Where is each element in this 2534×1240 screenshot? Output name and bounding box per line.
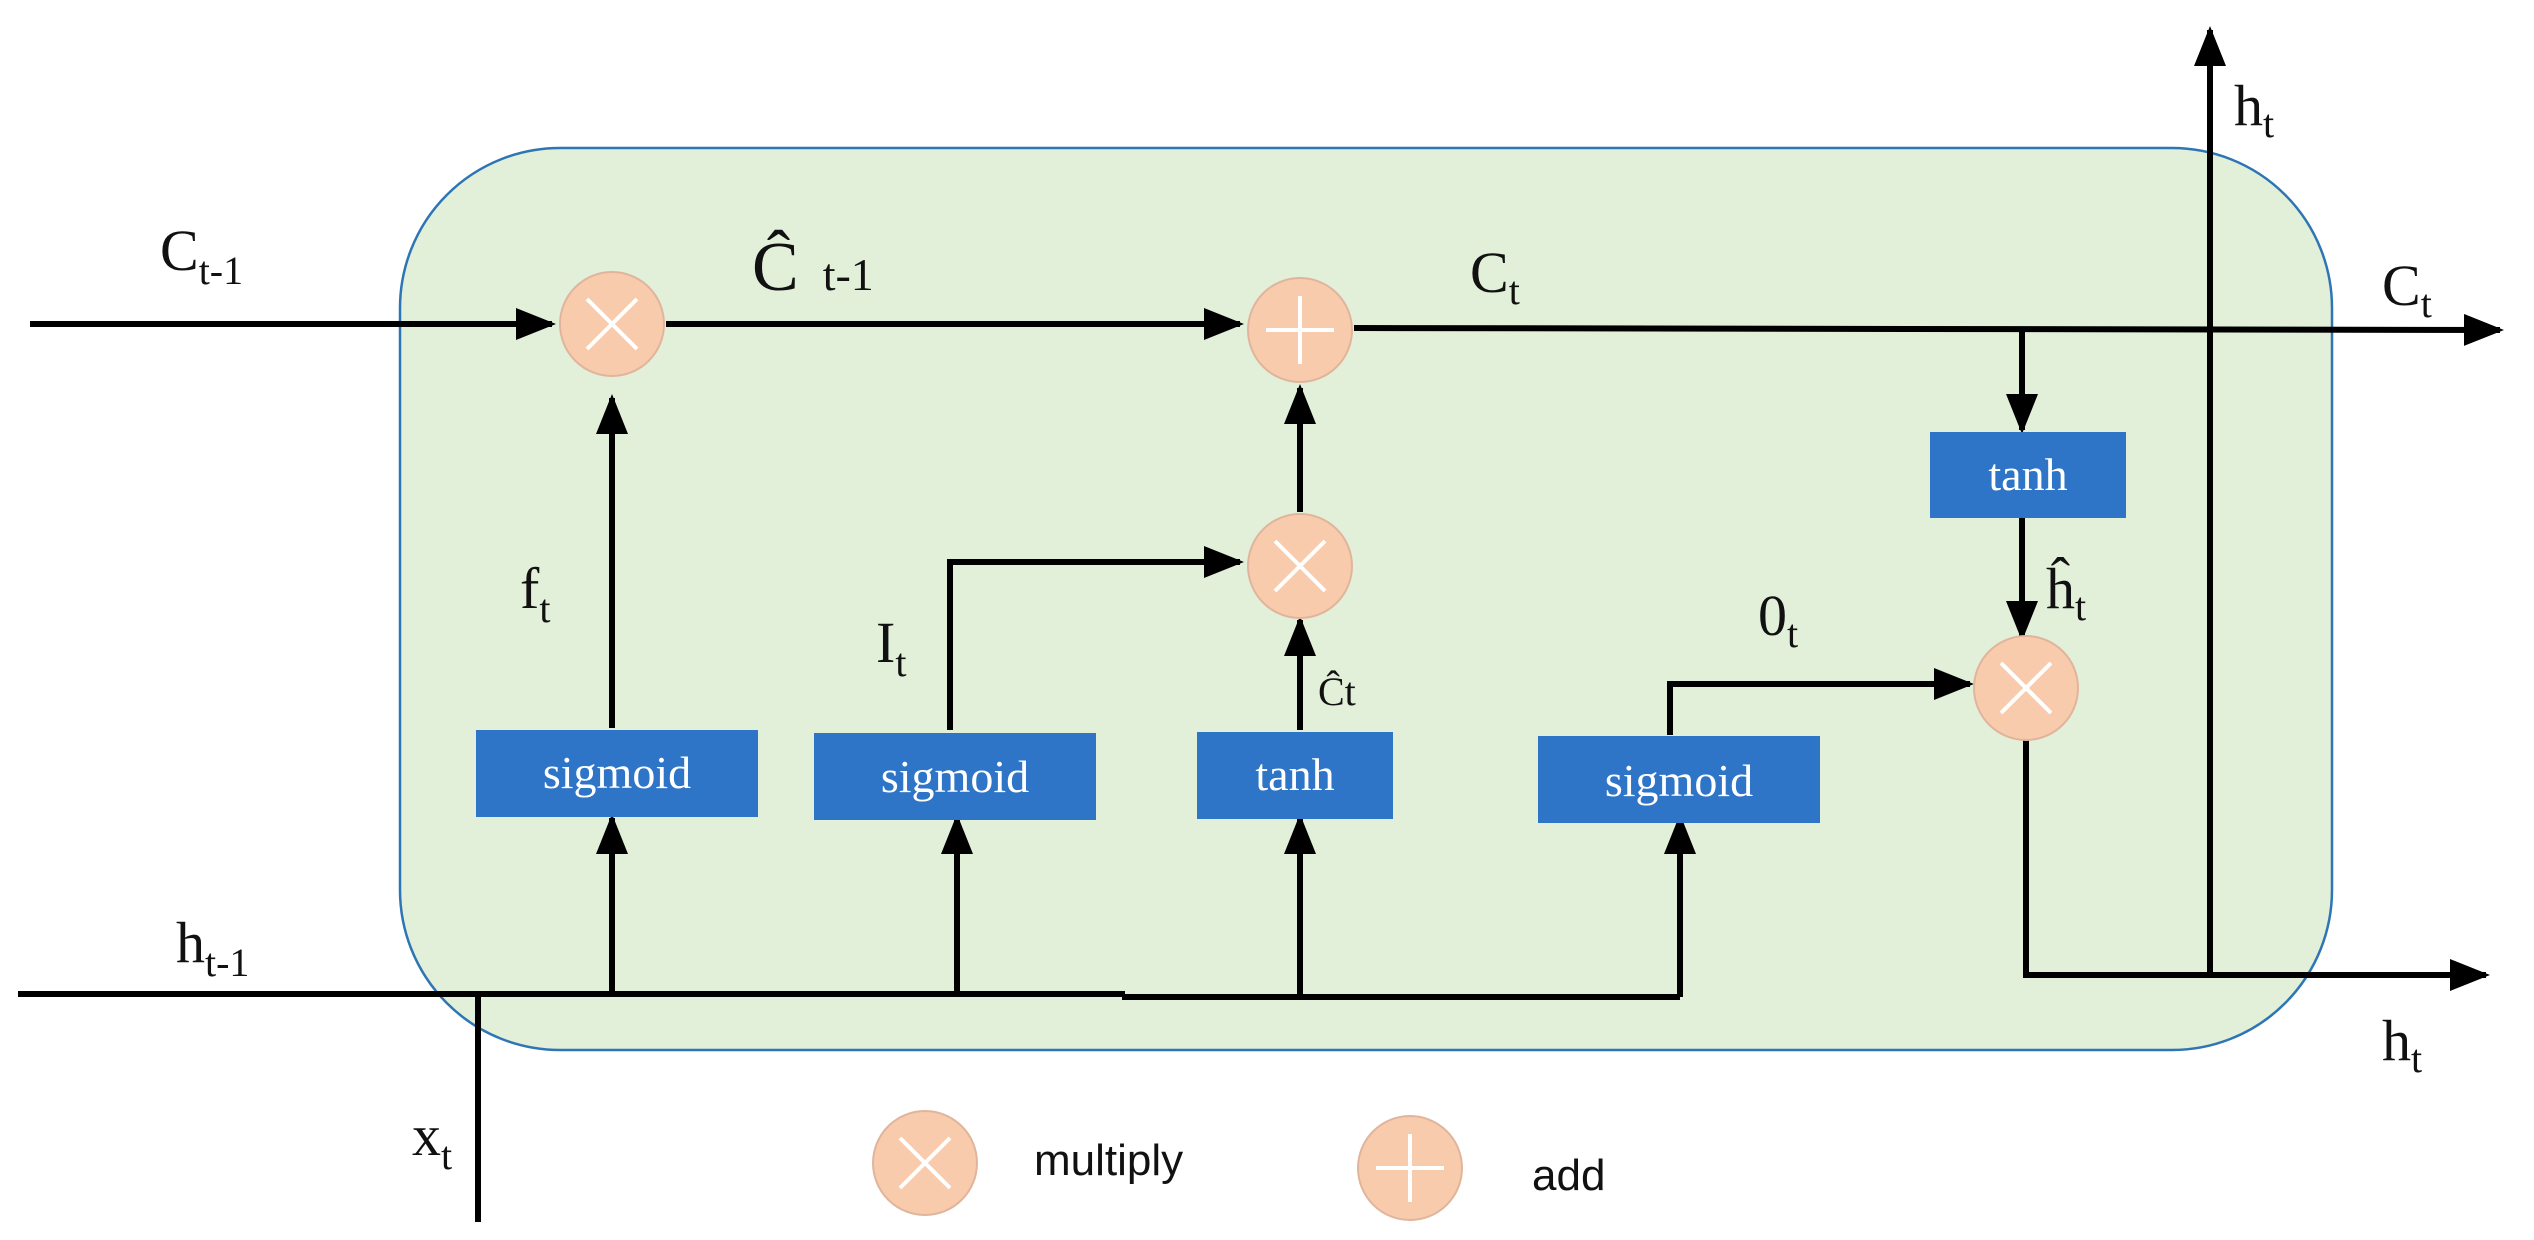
forget-multiply-icon: [559, 271, 665, 377]
input-multiply-icon: [1247, 513, 1353, 619]
label-o-t: 0t: [1758, 583, 1798, 656]
cell-add-icon: [1247, 277, 1353, 383]
input-gate-label: sigmoid: [881, 751, 1029, 802]
label-h-hat-t: ĥt: [2046, 556, 2086, 629]
label-c-hat-t: Ĉt: [1318, 669, 1356, 714]
candidate-gate-label: tanh: [1255, 749, 1334, 800]
legend-multiply-icon: [872, 1110, 978, 1216]
label-h-t-out: ht: [2382, 1008, 2422, 1081]
legend-add-label: add: [1532, 1151, 1605, 1200]
forget-gate-label: sigmoid: [543, 747, 691, 798]
input-gate-box: sigmoid: [814, 733, 1096, 820]
cell-tanh-label: tanh: [1988, 449, 2067, 500]
label-x-t: xt: [412, 1103, 452, 1178]
label-i-t: It: [876, 610, 906, 685]
wire-h-t-out: [2023, 740, 2490, 991]
output-gate-label: sigmoid: [1605, 755, 1753, 806]
cell-tanh-box: tanh: [1930, 432, 2126, 518]
lstm-cell-box: [398, 146, 2334, 1052]
label-h-prev: ht-1: [176, 910, 249, 985]
label-c-t-out: Ct: [2382, 253, 2432, 326]
legend-add-icon: [1357, 1115, 1463, 1221]
legend-multiply-label: multiply: [1034, 1136, 1183, 1185]
label-c-t-mid: Ct: [1470, 240, 1520, 313]
wire-o-t: [1667, 668, 1974, 735]
wire-c-t: [1353, 313, 2504, 346]
output-multiply-icon: [1973, 635, 2079, 741]
candidate-gate-box: tanh: [1197, 732, 1393, 819]
output-gate-box: sigmoid: [1538, 736, 1820, 823]
label-c-prev: Ct-1: [160, 218, 243, 293]
legend-multiply: multiply: [872, 1110, 1183, 1216]
label-h-t-top: ht: [2234, 73, 2274, 146]
label-f-t: ft: [520, 556, 550, 631]
wire-i-t: [947, 546, 1244, 730]
legend-add: add: [1357, 1115, 1605, 1221]
forget-gate-box: sigmoid: [476, 730, 758, 817]
